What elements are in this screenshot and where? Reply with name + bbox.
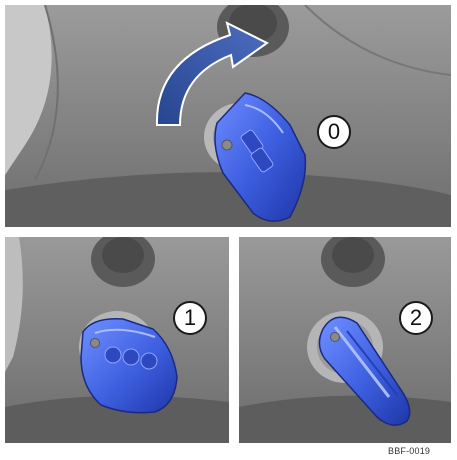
lower-trim xyxy=(239,396,451,443)
ignition-illustration-position-1 xyxy=(5,237,229,443)
step-label-1: 1 xyxy=(173,301,207,335)
panel-position-1: 1 xyxy=(5,237,229,443)
panel-position-0: 0 xyxy=(5,5,451,227)
step-label-2: 2 xyxy=(399,301,433,335)
panel-position-2: 2 xyxy=(239,237,451,443)
ignition-illustration-position-2 xyxy=(239,237,451,443)
step-label-0: 0 xyxy=(317,115,351,149)
ignition-illustration-position-0 xyxy=(5,5,451,227)
figure-reference-code: BBF-0019 xyxy=(388,446,430,456)
